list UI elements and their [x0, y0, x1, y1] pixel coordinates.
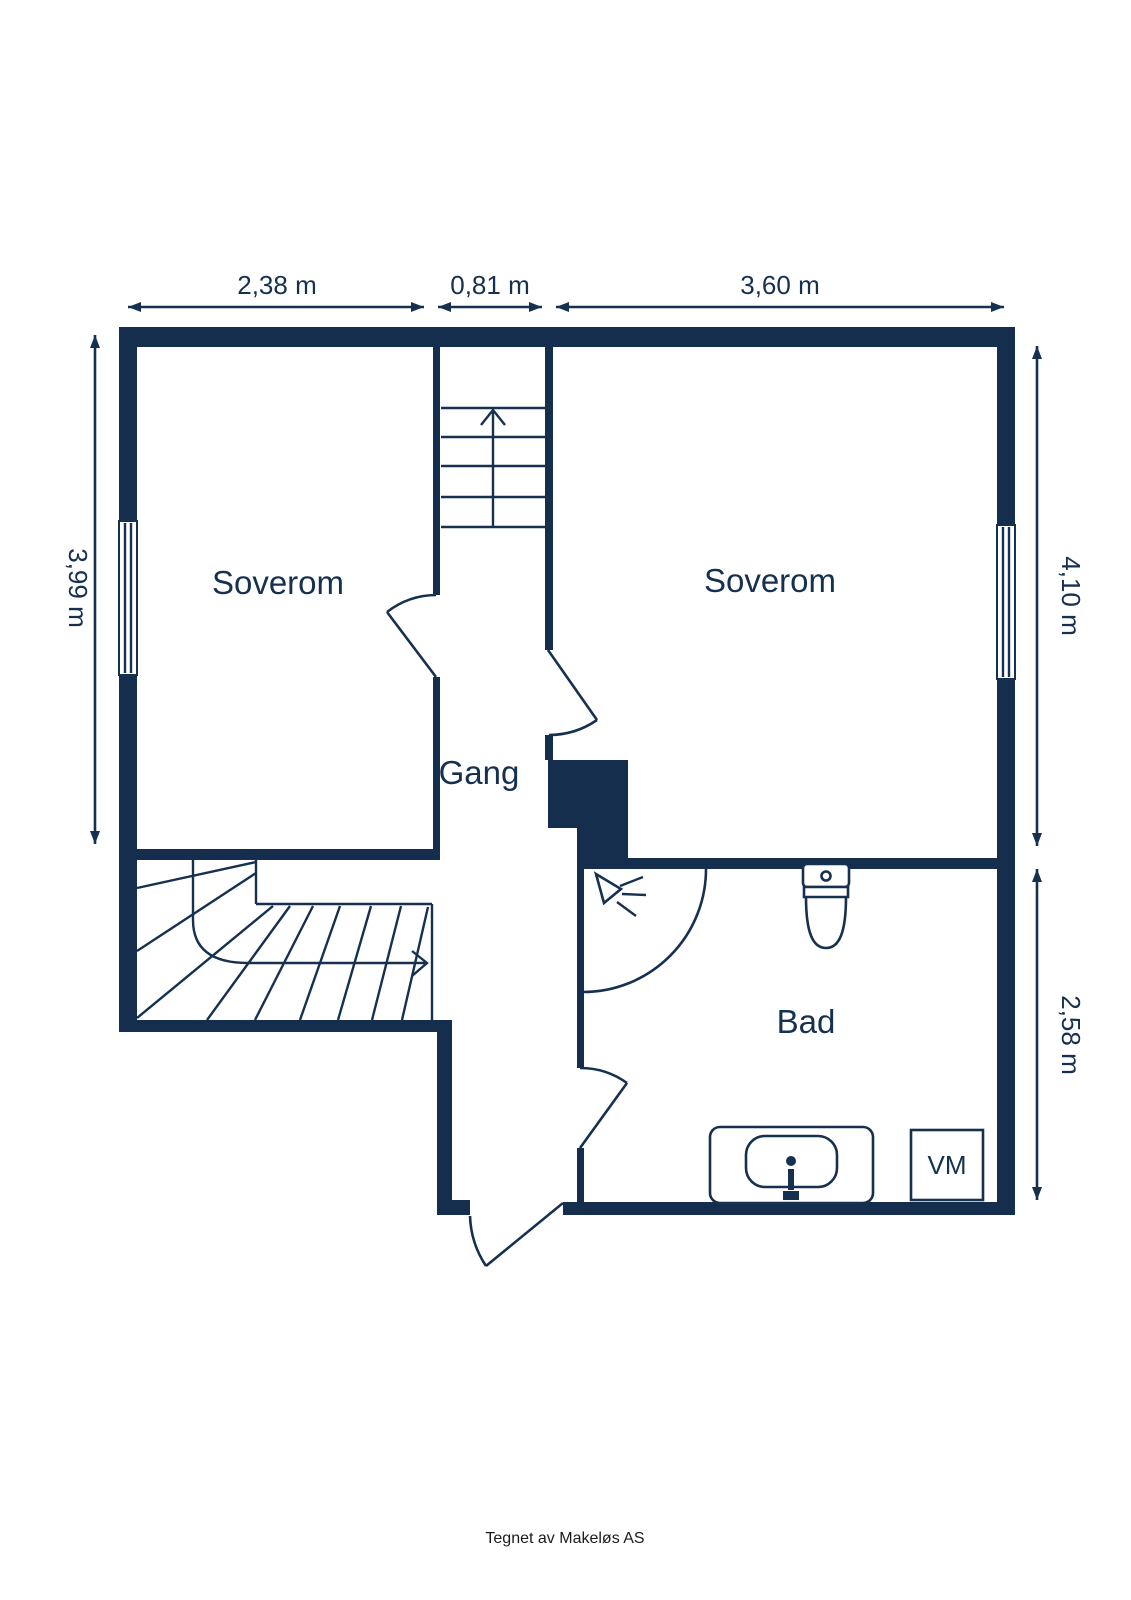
door-entry-bottom: [468, 1201, 564, 1268]
shower-head-icon: [593, 871, 647, 917]
dimension-lines: [90, 302, 1042, 1200]
wall-left: [119, 327, 137, 1032]
wall-bad-top: [577, 858, 998, 869]
walls: [119, 327, 1015, 1215]
wall-bad-left-lower: [577, 1148, 584, 1202]
winder-stairs: [136, 860, 434, 1021]
bathroom-fixtures: VM: [582, 862, 985, 1205]
dim-label-right-1: 4,10 m: [1056, 556, 1086, 636]
door-bad: [578, 1066, 629, 1149]
dim-label-top-1: 2,38 m: [237, 270, 317, 300]
room-label-soverom-right: Soverom: [704, 562, 836, 599]
walk-direction-arrow-icon: [411, 950, 429, 977]
windows: [118, 520, 1016, 680]
wall-gang-right-upper: [545, 347, 553, 650]
wall-gang-left-lower: [433, 677, 440, 849]
footer-credit: Tegnet av Makeløs AS: [485, 1530, 644, 1547]
room-label-soverom-left: Soverom: [212, 564, 344, 601]
wall-stair-bottom: [119, 1020, 452, 1032]
wall-bottom-door-stub: [437, 1200, 470, 1215]
wall-top: [119, 327, 1015, 347]
door-soverom-right: [546, 649, 599, 737]
straight-stairs-up: [441, 406, 545, 529]
shower-corner: [582, 868, 708, 994]
room-label-gang: Gang: [439, 754, 520, 791]
washing-machine-label: VM: [928, 1150, 967, 1180]
window-left: [118, 520, 138, 676]
dimension-labels: 2,38 m 0,81 m 3,60 m 3,99 m 4,10 m 2,58 …: [63, 270, 1086, 1075]
wall-right: [997, 327, 1015, 1215]
toilet: [801, 862, 851, 950]
wall-soverom-left-bottom: [119, 849, 440, 860]
washing-machine: VM: [909, 1128, 985, 1202]
wall-gang-left-upper: [433, 347, 440, 595]
stair-walk-line: [191, 860, 425, 965]
chimney-block: [548, 760, 628, 858]
wall-gang-lower-left: [437, 1032, 452, 1202]
wall-bottom-right: [563, 1202, 1015, 1215]
dim-label-left: 3,99 m: [63, 548, 93, 628]
dim-label-top-3: 3,60 m: [740, 270, 820, 300]
dim-label-right-2: 2,58 m: [1056, 995, 1086, 1075]
room-label-bad: Bad: [777, 1003, 836, 1040]
up-arrow-icon: [480, 408, 506, 426]
room-labels: Soverom Soverom Gang Bad: [212, 562, 836, 1040]
dim-label-top-2: 0,81 m: [450, 270, 530, 300]
door-soverom-left: [385, 593, 438, 678]
window-right: [996, 524, 1016, 680]
bathtub: [708, 1125, 875, 1205]
wall-bad-left-upper: [577, 869, 584, 1068]
doors: [385, 593, 629, 1268]
wall-gang-right-mid: [545, 735, 553, 760]
